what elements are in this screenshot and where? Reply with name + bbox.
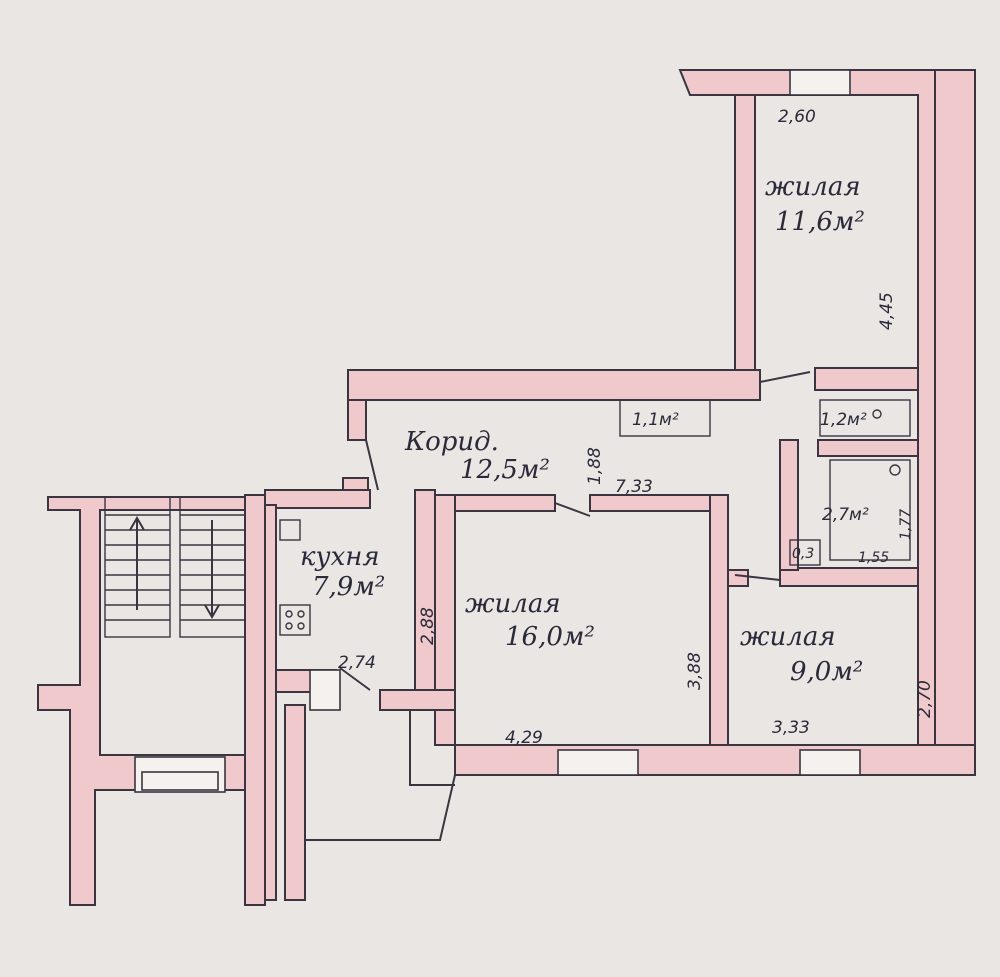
dim-mid-height: 3,88 [685, 652, 705, 690]
staircase [37, 494, 266, 906]
corridor-name: Корид. [404, 427, 499, 457]
kitchen-window [309, 669, 341, 711]
living-room-mid-walls [434, 494, 729, 746]
dim-bath-height: 1,77 [898, 509, 914, 540]
stove-icon [279, 604, 311, 636]
up-arrow-icon [129, 516, 145, 610]
down-arrow-icon [204, 520, 220, 619]
corridor-walls [342, 367, 919, 497]
entrance-walls [284, 689, 456, 901]
living-right-area: 9,0м² [790, 657, 863, 687]
dim-corridor-length: 7,33 [615, 477, 653, 497]
kitchen-name: кухня [300, 542, 380, 572]
bottom-wall [454, 744, 976, 776]
living-mid-name: жилая [465, 589, 561, 619]
bathroom-walls [619, 399, 919, 587]
closet [619, 399, 711, 437]
living-right-name: жилая [740, 622, 836, 652]
window-top [789, 69, 851, 96]
dim-right-width: 3,33 [772, 718, 810, 738]
kitchen-area: 7,9м² [312, 572, 385, 602]
dim-kitchen-height: 2,88 [418, 607, 438, 645]
toilet-area: 1,2м² [820, 410, 867, 430]
living-mid-area: 16,0м² [505, 622, 595, 652]
living-top-name: жилая [765, 172, 861, 202]
small-room [789, 539, 821, 566]
living-top-area: 11,6м² [775, 207, 865, 237]
window-bottom-mid [557, 749, 639, 776]
bathtub [829, 459, 911, 561]
window-bottom-right [799, 749, 861, 776]
drain-icon [889, 464, 901, 476]
dim-corridor-height: 1,88 [585, 447, 605, 485]
corridor-area: 12,5м² [460, 455, 550, 485]
dim-bath-width: 1,55 [858, 550, 889, 566]
toilet [819, 399, 911, 437]
small-room-area: 0,3 [792, 546, 814, 562]
sink-icon [279, 519, 301, 541]
dim-right-height: 2,70 [915, 680, 935, 718]
outer-wall-right [934, 69, 976, 776]
toilet-icon [872, 409, 882, 419]
dim-top-width: 2,60 [778, 107, 816, 127]
closet-area: 1,1м² [632, 410, 679, 430]
bath-area: 2,7м² [822, 505, 869, 525]
dim-kitchen-width: 2,74 [338, 653, 376, 673]
dim-mid-width: 4,29 [505, 728, 543, 748]
dim-top-height: 4,45 [877, 292, 897, 330]
